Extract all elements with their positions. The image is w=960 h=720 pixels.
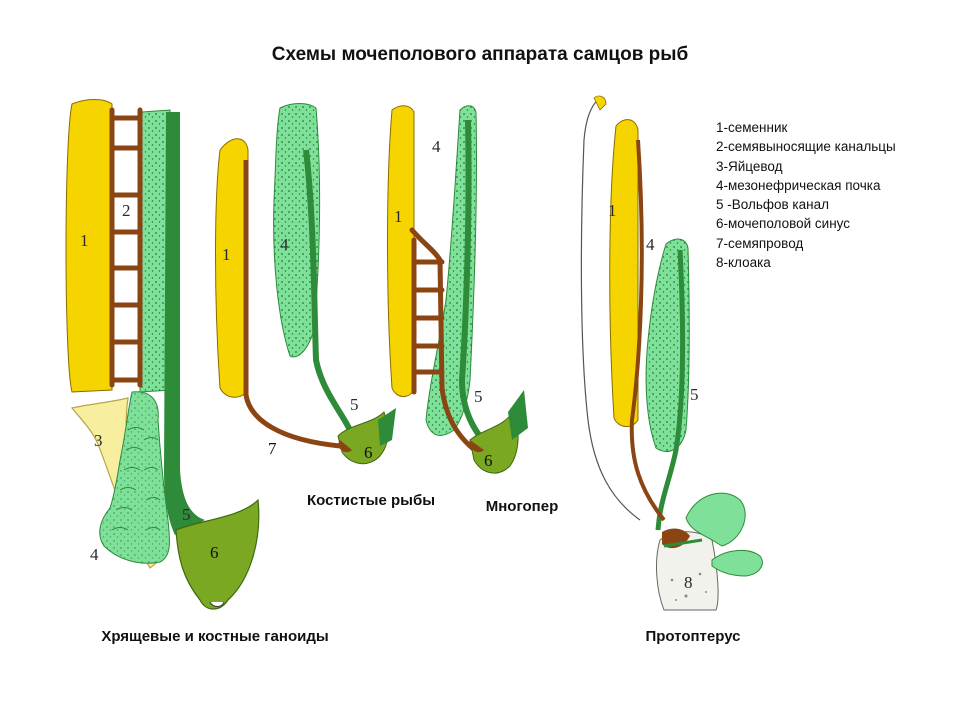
diagram-protopterus: 1 4 5 8 — [580, 95, 763, 611]
legend-item-vas-deferens: 7-семяпровод — [716, 235, 804, 251]
cloaca-shape — [656, 531, 719, 611]
caption-bony-fishes: Костистые рыбы — [306, 492, 436, 509]
legend-item-mesonephros: 4-мезонефрическая почка — [716, 177, 881, 193]
legend-item-efferent-ducts: 2-семявыносящие канальцы — [716, 139, 896, 155]
page-title: Схемы мочеполового аппарата самцов рыб — [271, 44, 689, 65]
label-testis: 1 — [80, 231, 89, 250]
label-cloaca: 8 — [684, 573, 693, 592]
vas-deferens — [243, 160, 341, 449]
caption-protopterus: Протоптерус — [645, 628, 741, 645]
bladder-shape — [685, 492, 746, 547]
testis-shape — [65, 99, 113, 393]
label-vas-deferens: 7 — [268, 439, 277, 458]
diagram-cartilaginous-ganoids: 1 2 3 4 5 6 — [65, 99, 260, 610]
urogenital-sinus-shape — [175, 498, 260, 610]
label-sinus: 6 — [210, 543, 219, 562]
label-kidney: 4 — [432, 137, 441, 156]
label-wolffian-duct: 5 — [474, 387, 483, 406]
legend-item-wolffian-duct: 5 -Вольфов канал — [716, 197, 829, 213]
diagram-polypterus: 1 4 5 6 — [387, 105, 528, 474]
legend-item-cloaca: 8-клоака — [716, 255, 771, 271]
wolffian-duct-shape — [164, 112, 205, 535]
legend-item-testis: 1-семенник — [716, 120, 788, 135]
label-testis: 1 — [222, 245, 231, 264]
label-sinus: 6 — [484, 451, 493, 470]
label-wolffian-duct: 5 — [350, 395, 359, 414]
legend-item-oviduct: 3-Яйцевод — [716, 158, 783, 174]
label-kidney: 4 — [90, 545, 99, 564]
label-kidney: 4 — [280, 235, 289, 254]
label-sinus: 6 — [364, 443, 373, 462]
label-oviduct: 3 — [94, 431, 103, 450]
label-testis: 1 — [394, 207, 403, 226]
legend-item-urogenital-sinus: 6-мочеполовой синус — [716, 216, 851, 232]
caption-cartilaginous-ganoids: Хрящевые и костные ганоиды — [101, 628, 329, 645]
testis-shape — [609, 119, 639, 427]
urogenital-sinus-shape — [469, 408, 519, 474]
efferent-ducts-ladder — [109, 107, 143, 388]
diagram-bony-fishes: 1 4 5 6 7 — [215, 103, 396, 465]
testis-shape — [215, 138, 249, 398]
label-efferent-ducts: 2 — [122, 201, 131, 220]
efferent-ducts-ladder — [409, 227, 483, 457]
label-wolffian-duct: 5 — [182, 505, 191, 524]
label-kidney: 4 — [646, 235, 655, 254]
label-testis: 1 — [608, 201, 617, 220]
testis-shape — [387, 105, 415, 397]
legend: 1-семенник 2-семявыносящие канальцы 3-Яй… — [716, 118, 896, 272]
label-wolffian-duct: 5 — [690, 385, 699, 404]
caption-polypterus: Многопер — [485, 498, 559, 515]
